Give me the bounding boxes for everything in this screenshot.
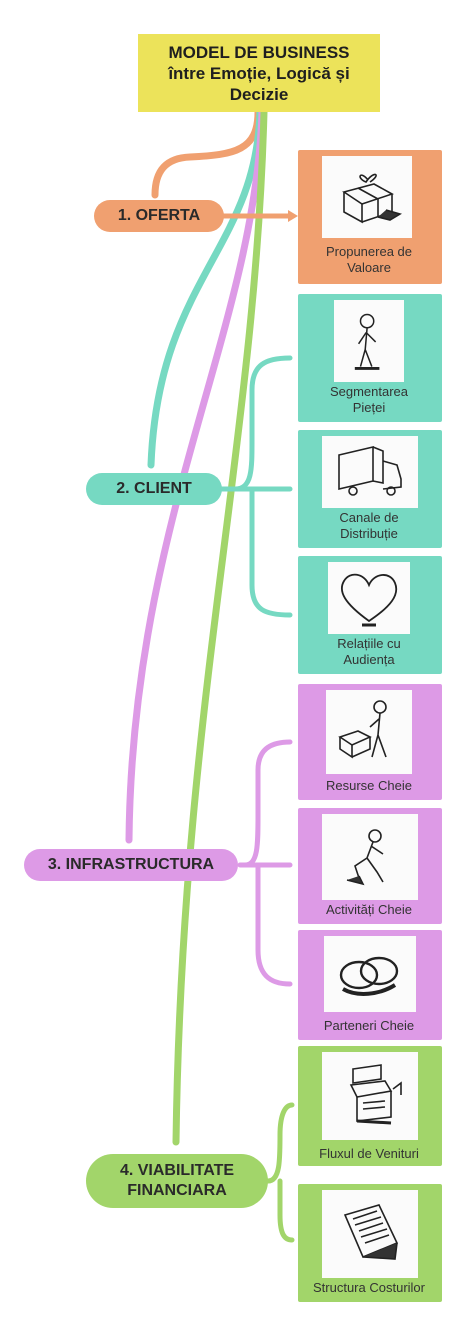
node-label: Relațiile cu Audiența [337, 636, 401, 667]
root-node[interactable]: MODEL DE BUSINESS între Emoție, Logică ș… [138, 34, 380, 112]
node-distribution-channels[interactable]: Canale de Distribuție [298, 430, 442, 548]
node-label: Fluxul de Venituri [319, 1146, 419, 1161]
branch-oferta[interactable]: 1. OFERTA [94, 200, 224, 232]
truck-icon [322, 436, 418, 508]
branch-client[interactable]: 2. CLIENT [86, 473, 222, 505]
branch-fin-label: 4. VIABILITATE FINANCIARA [119, 1162, 235, 1199]
cash-register-icon [322, 1052, 418, 1140]
branch-client-label: 2. CLIENT [116, 480, 192, 497]
node-label: Resurse Cheie [326, 778, 412, 793]
link-client-nodes [219, 355, 293, 618]
node-key-resources[interactable]: Resurse Cheie [298, 684, 442, 800]
node-value-proposition[interactable]: Propunerea de Valoare [298, 150, 442, 284]
branch-oferta-label: 1. OFERTA [117, 207, 201, 224]
node-label: Activități Cheie [326, 902, 412, 917]
root-title: MODEL DE BUSINESS între Emoție, Logică ș… [168, 42, 350, 104]
link-infra-nodes [237, 739, 293, 987]
node-label: Parteneri Cheie [323, 1018, 415, 1033]
node-key-partners[interactable]: Parteneri Cheie [298, 930, 442, 1040]
gift-icon [322, 156, 412, 238]
node-label: Propunerea de Valoare [325, 244, 412, 275]
node-label: Structura Costurilor [313, 1280, 425, 1295]
link-root-client [147, 108, 264, 469]
node-revenue-streams[interactable]: Fluxul de Venituri [298, 1046, 442, 1166]
link-root-fin [172, 108, 268, 1146]
node-label: Canale de Distribuție [339, 510, 399, 541]
node-market-segmentation[interactable]: Segmentarea Pieței [298, 294, 442, 422]
node-key-activities[interactable]: Activități Cheie [298, 808, 442, 924]
receipt-icon [322, 1190, 418, 1278]
node-label: Segmentarea Pieței [329, 384, 409, 415]
branch-fin[interactable]: 4. VIABILITATE FINANCIARA [86, 1154, 268, 1208]
node-audience-relations[interactable]: Relațiile cu Audiența [298, 556, 442, 674]
worker-kneeling-icon [322, 814, 418, 900]
link-root-infra [125, 108, 266, 844]
branch-infra-label: 3. INFRASTRUCTURA [47, 856, 215, 873]
link-root-oferta [151, 108, 262, 199]
link-fin-nodes [265, 1102, 295, 1243]
branch-infra[interactable]: 3. INFRASTRUCTURA [24, 849, 238, 881]
person-icon [334, 300, 404, 382]
node-cost-structure[interactable]: Structura Costurilor [298, 1184, 442, 1302]
heart-icon [328, 562, 410, 634]
worker-boxes-icon [326, 690, 412, 774]
rings-icon [324, 936, 416, 1012]
